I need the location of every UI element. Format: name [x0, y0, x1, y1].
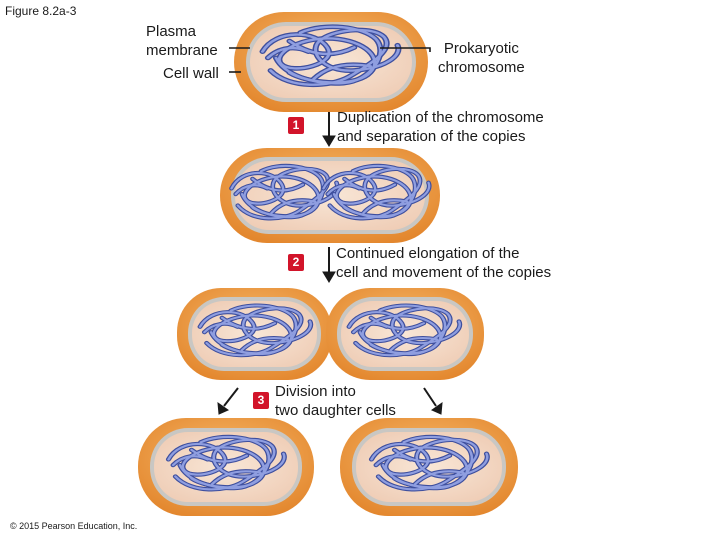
cell-duplicating: [220, 148, 440, 243]
cell-wall-label: Cell wall: [163, 65, 219, 82]
step3-text: Division into two daughter cells: [275, 383, 396, 419]
plasma-membrane-label: Plasma membrane: [146, 23, 218, 59]
step3-badge: 3: [253, 392, 269, 409]
daughter-cell-right: [340, 418, 518, 516]
figure-label: Figure 8.2a-3: [5, 4, 77, 18]
step3-arrow-right: [423, 387, 437, 407]
step2-text: Continued elongation of the cell and mov…: [336, 245, 552, 281]
step3-arrowhead-left: [217, 401, 230, 415]
prokaryotic-chromosome-label: Prokaryotic chromosome: [438, 40, 525, 76]
step1-text: Duplication of the chromosome and separa…: [337, 109, 544, 145]
cell-original: [234, 12, 428, 112]
chromosome-leader: [380, 47, 431, 52]
leader-lines: [229, 47, 431, 73]
cell-elongating: [177, 288, 484, 380]
step2-arrowhead: [322, 271, 336, 283]
step3-arrow-left: [223, 387, 239, 407]
process-arrows: [217, 112, 443, 415]
step2-badge: 2: [288, 254, 304, 271]
step1-arrowhead: [322, 135, 336, 147]
daughter-cell-left: [138, 418, 314, 516]
step3-arrowhead-right: [430, 401, 443, 415]
step1-badge: 1: [288, 117, 304, 134]
copyright-notice: © 2015 Pearson Education, Inc.: [10, 521, 138, 531]
